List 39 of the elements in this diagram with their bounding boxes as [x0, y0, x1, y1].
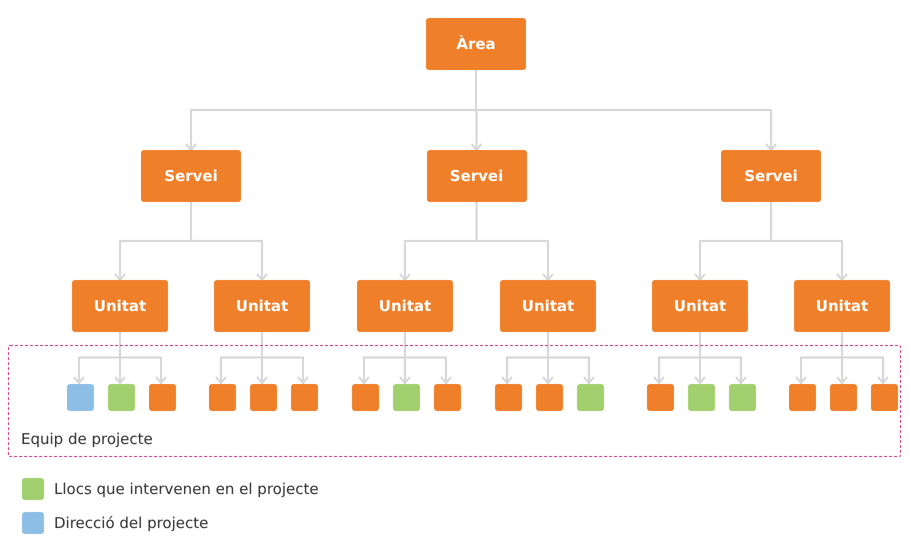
org-box: Unitat: [794, 280, 890, 332]
square-marker: [352, 384, 378, 411]
org-box: Unitat: [214, 280, 310, 332]
arrow: [547, 332, 595, 384]
arrow: [404, 332, 452, 384]
arrow: [841, 332, 889, 384]
org-box: Unitat: [652, 280, 748, 332]
square-marker: [250, 384, 276, 411]
org-box: Unitat: [357, 280, 453, 332]
org-box: Unitat: [500, 280, 596, 332]
org-box: Unitat: [72, 280, 168, 332]
square-marker: [728, 384, 756, 411]
square-marker: [66, 384, 94, 411]
square-marker: [576, 384, 604, 411]
square-marker: [494, 384, 522, 411]
arrow: [475, 70, 777, 151]
legend-label: Direcció del projecte: [54, 514, 208, 532]
org-box: Servei: [426, 150, 526, 202]
group-label: Equip de projecte: [21, 430, 153, 448]
square-marker: [434, 384, 460, 411]
square-marker: [830, 384, 856, 411]
square-marker: [536, 384, 562, 411]
org-box: Àrea: [426, 18, 526, 70]
square-marker: [870, 384, 898, 411]
org-box: Servei: [141, 150, 241, 202]
square-marker: [646, 384, 674, 411]
arrow: [119, 332, 167, 384]
legend-label: Llocs que intervenen en el projecte: [54, 480, 319, 498]
square-marker: [208, 384, 236, 411]
square-marker: [290, 384, 318, 411]
square-marker: [392, 384, 420, 411]
dashed-group-frame: [8, 345, 901, 457]
square-marker: [688, 384, 714, 411]
arrow: [261, 332, 309, 384]
square-marker: [148, 384, 176, 411]
square-marker: [108, 384, 134, 411]
square-marker: [788, 384, 816, 411]
arrow: [699, 332, 747, 384]
org-box: Servei: [721, 150, 821, 202]
